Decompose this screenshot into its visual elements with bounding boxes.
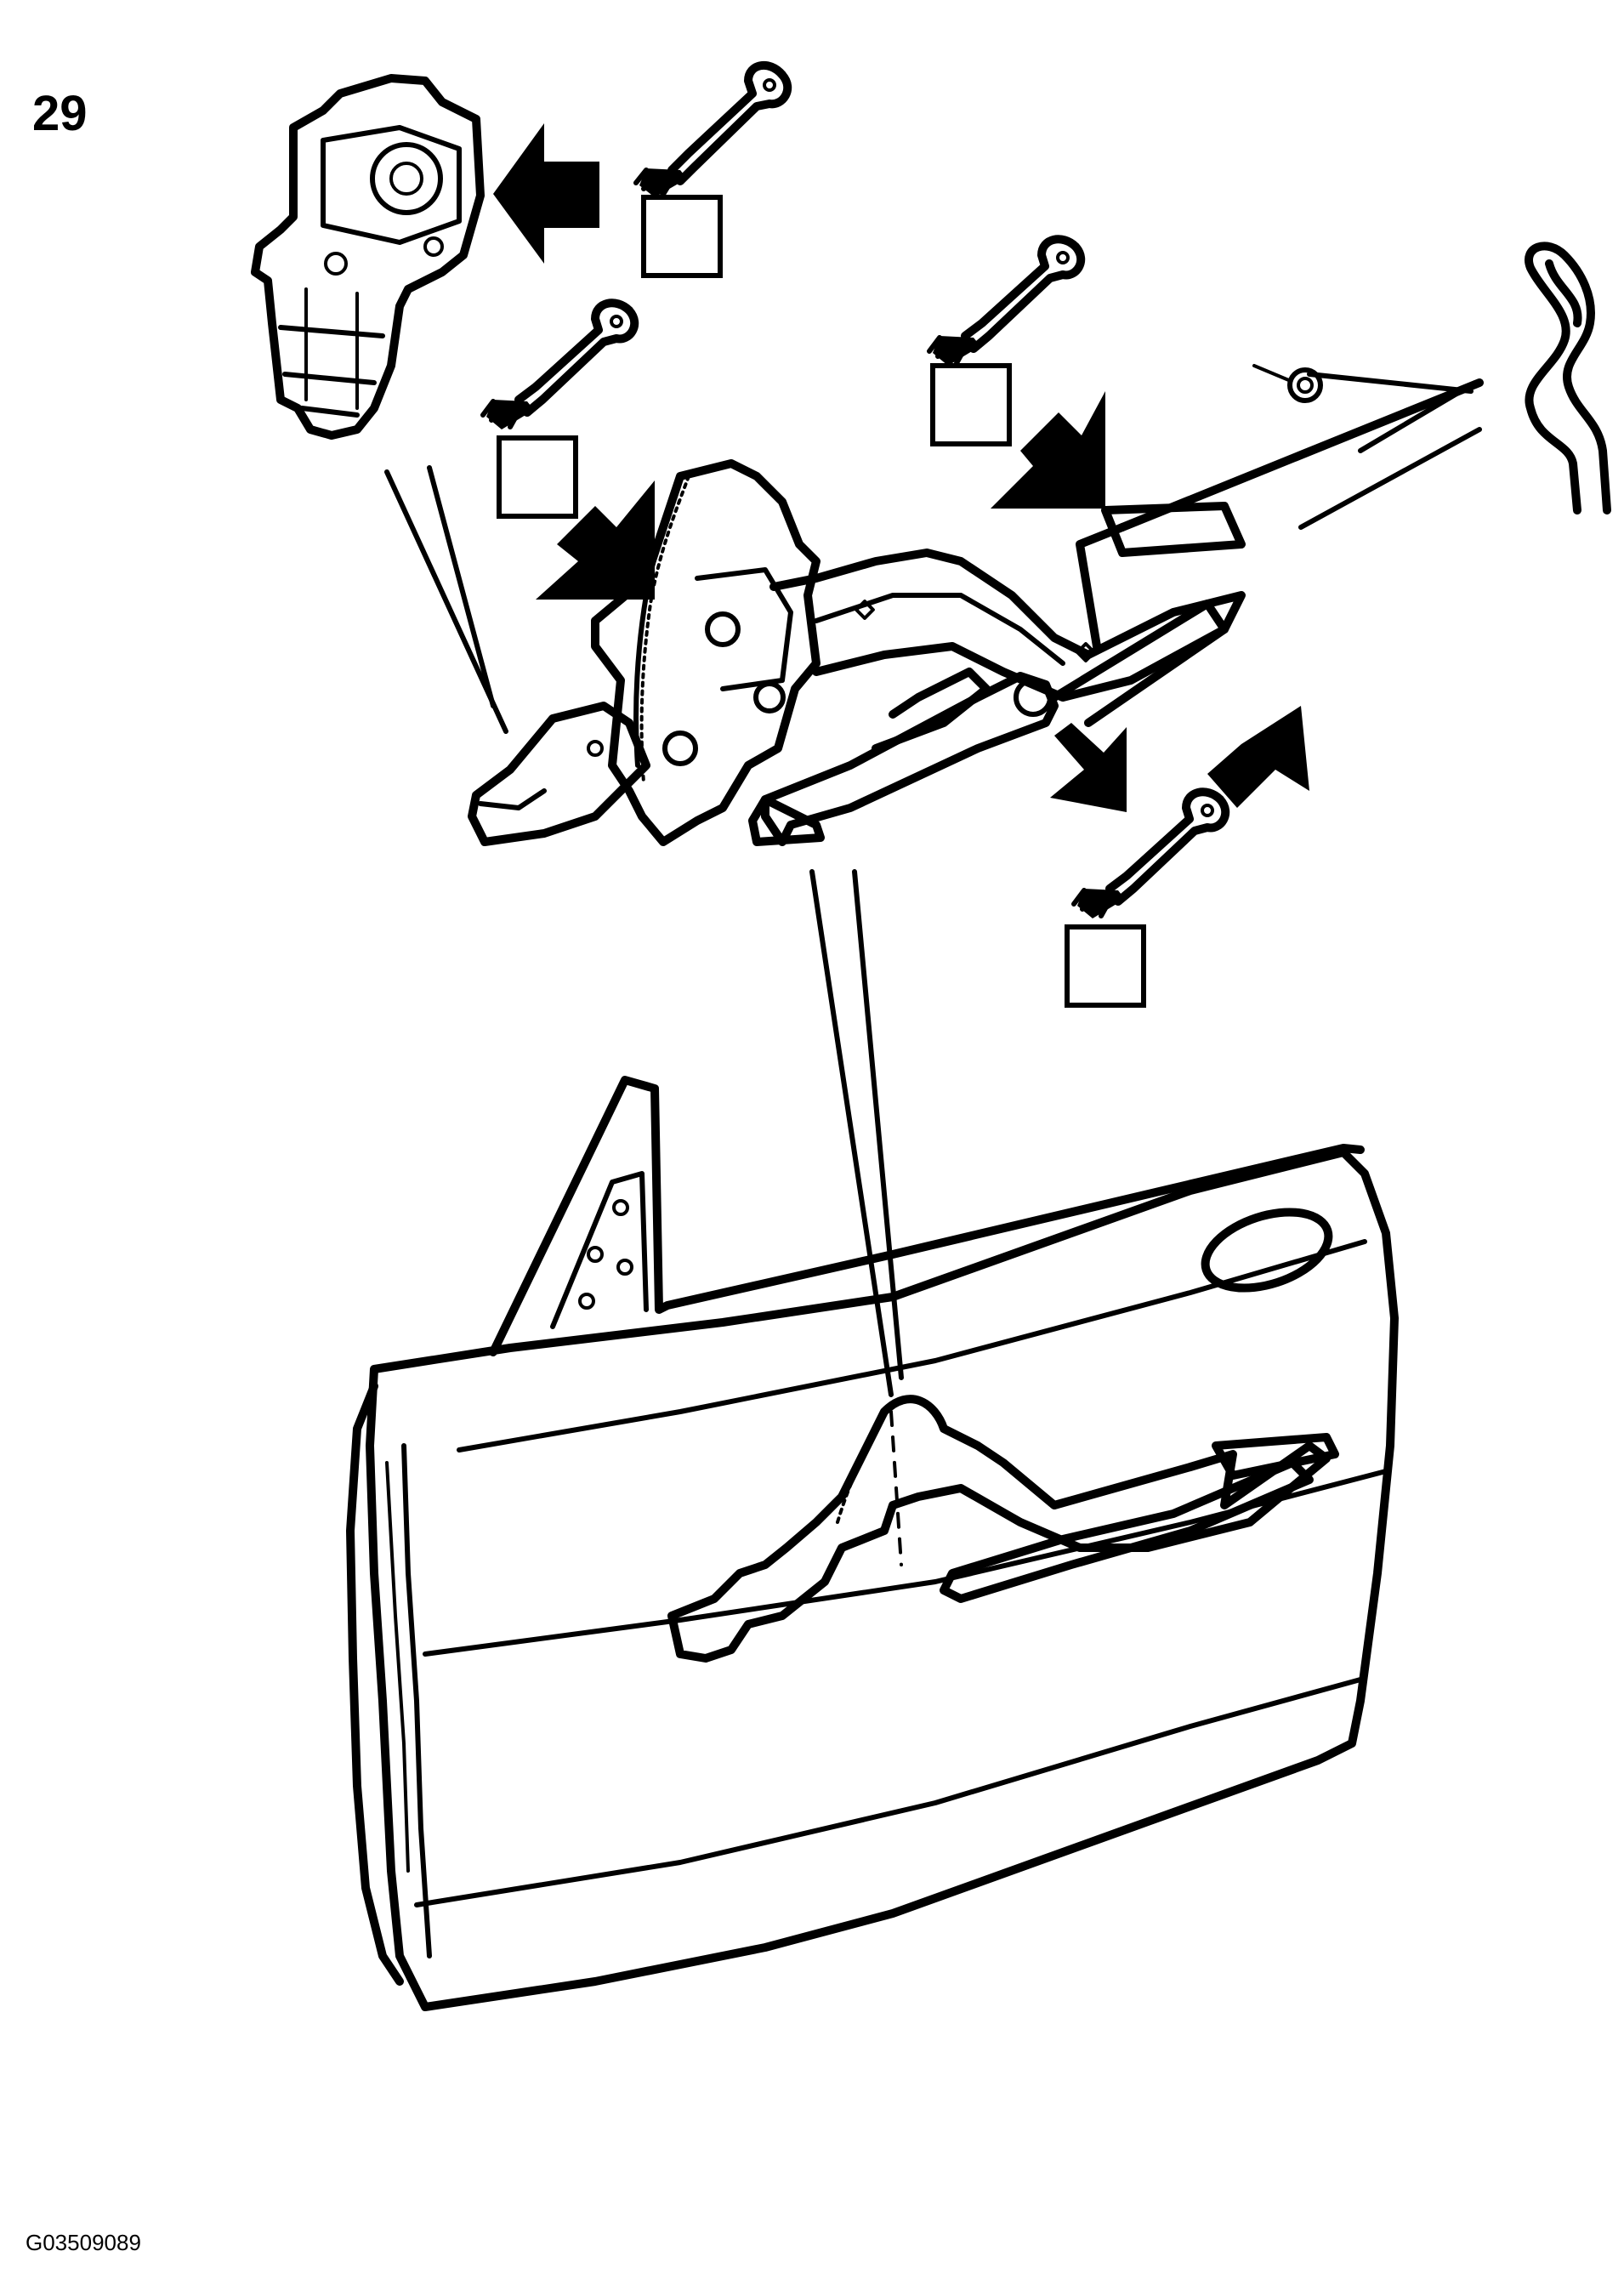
grease-brush-icon (633, 60, 792, 198)
grease-checkbox (930, 363, 1012, 446)
grease-brush-icon (927, 235, 1086, 366)
grease-checkbox (1065, 924, 1146, 1008)
figure-code: G03509089 (26, 2230, 141, 2255)
hairpin-clip-icon (1525, 242, 1611, 514)
grease-brush-icon (1071, 787, 1230, 918)
door-panel (346, 1076, 1399, 2011)
arrow-icon (991, 391, 1105, 509)
arrow-icon (1050, 723, 1127, 812)
step-number: 29 (32, 86, 88, 141)
window-regulator (468, 378, 1484, 846)
grease-checkbox (497, 435, 578, 519)
arrow-icon (536, 480, 655, 600)
arrow-icon (493, 123, 599, 264)
grease-brush-icon (480, 298, 639, 429)
grease-checkbox (641, 195, 723, 278)
arrow-icon (1207, 706, 1309, 808)
window-motor (251, 74, 485, 440)
nut-icon (1252, 364, 1323, 403)
